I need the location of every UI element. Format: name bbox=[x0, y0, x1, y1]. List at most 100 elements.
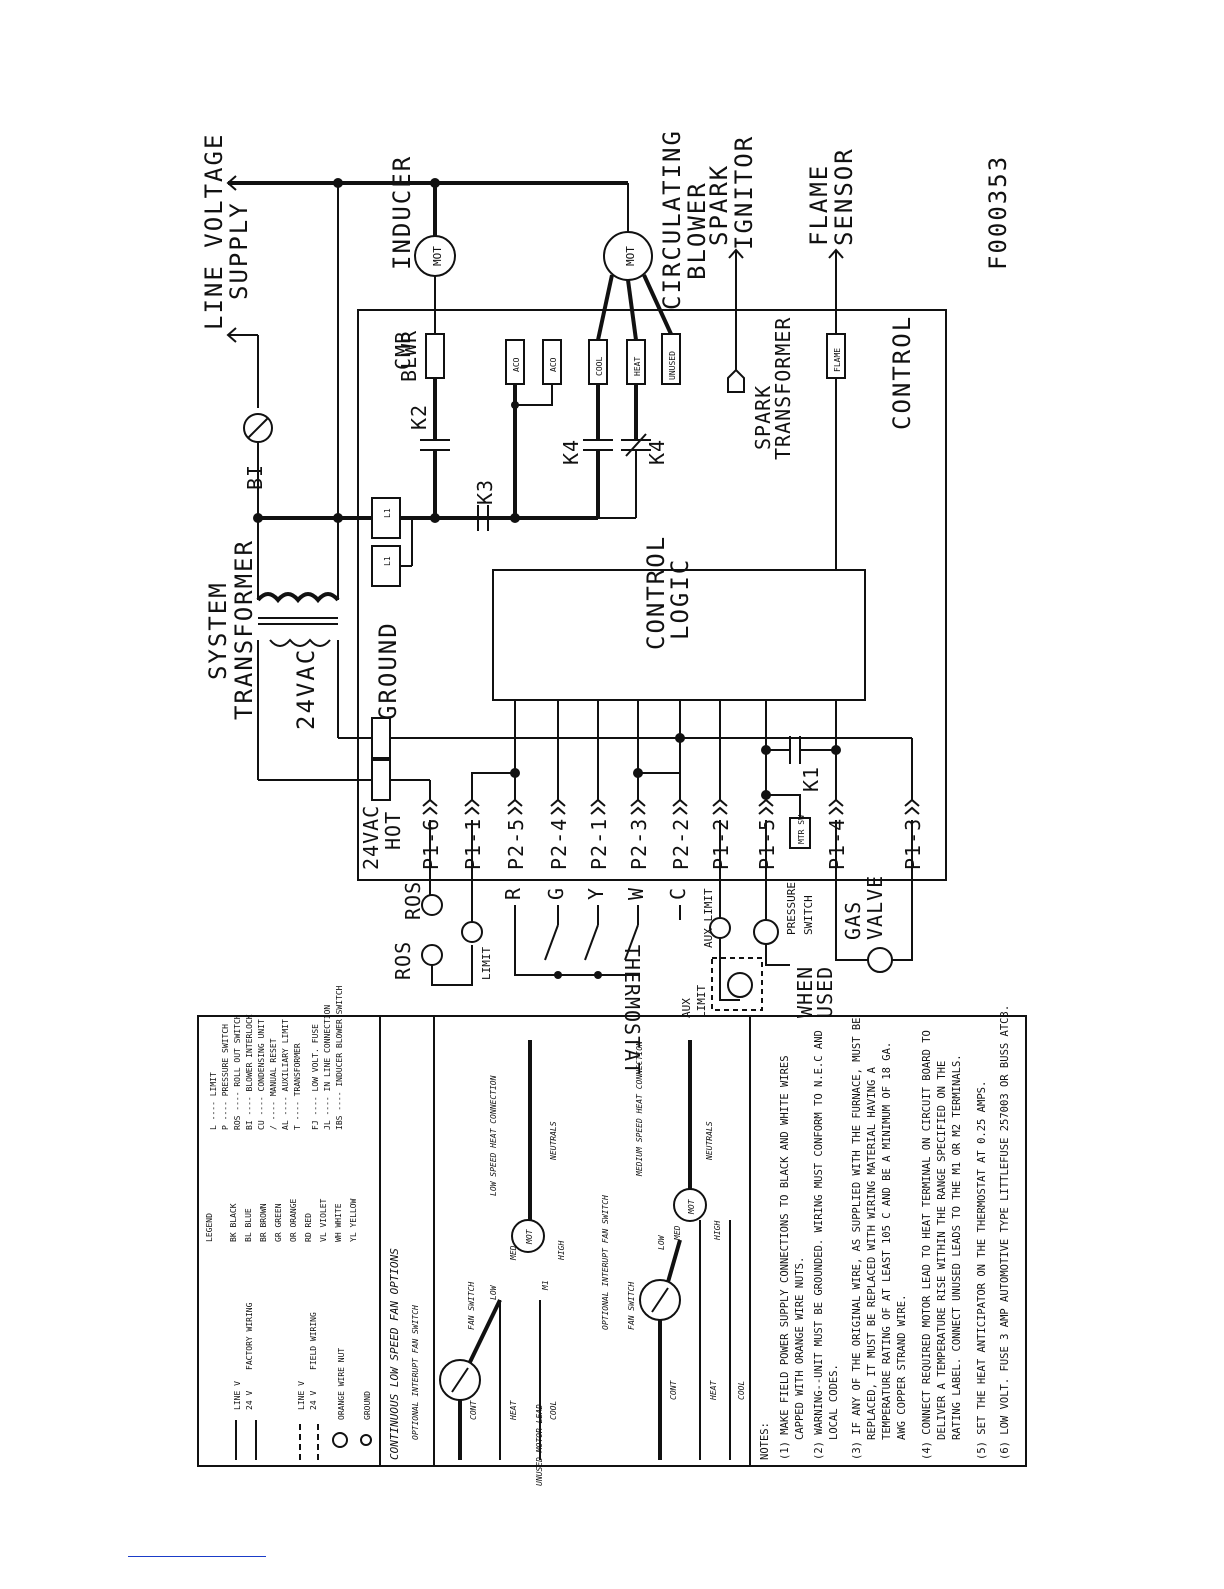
wire-ros-limit bbox=[431, 945, 473, 986]
legend-factory-wiring: FACTORY WIRING bbox=[245, 1302, 254, 1370]
legend-24v-2: 24 V bbox=[309, 1391, 318, 1410]
legend-color-gr: GR GREEN bbox=[274, 1203, 283, 1242]
ros-switch-1 bbox=[421, 894, 443, 916]
legend-comp-manual-reset: / ---- MANUAL RESET bbox=[269, 1038, 278, 1130]
supply-label: SUPPLY bbox=[225, 201, 253, 300]
pin-p2-5: P2-5 bbox=[504, 818, 528, 870]
l1-label-a: L1 bbox=[383, 556, 392, 566]
note-line-1: (1) MAKE FIELD POWER SUPPLY CONNECTIONS … bbox=[779, 1055, 791, 1460]
legend-line-v-1: LINE V bbox=[233, 1381, 242, 1410]
note-line-11: RATING LABEL. CONNECT UNUSED LEADS TO TH… bbox=[951, 1054, 963, 1440]
aux-limit-label-2a: AUX bbox=[680, 998, 693, 1018]
flame-label: FLAME bbox=[805, 164, 833, 246]
junction bbox=[675, 733, 685, 743]
stat-r: R bbox=[501, 887, 525, 900]
junction bbox=[831, 745, 841, 755]
fan-2-mot: MOT bbox=[687, 1198, 696, 1215]
gas-label-1: GAS bbox=[841, 901, 865, 940]
spark-arrow bbox=[728, 248, 744, 259]
stat-w: W bbox=[624, 887, 648, 900]
blwr-label: BLWR bbox=[397, 330, 421, 382]
wire-mtr bbox=[766, 794, 801, 818]
pin-p2-4: P2-4 bbox=[547, 818, 571, 870]
ros-switch-2 bbox=[421, 944, 443, 966]
aco-label-2: ACO bbox=[549, 357, 558, 372]
ignitor-label: IGNITOR bbox=[730, 135, 758, 250]
junction bbox=[511, 401, 519, 409]
legend-comp-t: T ---- TRANSFORMER bbox=[293, 1043, 302, 1130]
k2-label: K2 bbox=[407, 404, 431, 430]
legend-orange-wire-nut: ORANGE WIRE NUT bbox=[337, 1348, 346, 1420]
note-line-12: (5) SET THE HEAT ANTICIPATOR ON THE THER… bbox=[976, 1081, 988, 1460]
wire-aux-limit bbox=[719, 938, 740, 1001]
legend-24v-1: 24 V bbox=[245, 1391, 254, 1410]
fan-medium-speed-heat: MEDIUM SPEED HEAT CONNECTION bbox=[635, 1041, 644, 1177]
junction bbox=[554, 971, 562, 979]
legend-notes-block: LINE V 24 V FACTORY WIRING LINE V 24 V F… bbox=[197, 985, 1027, 1486]
figure-id: F000353 bbox=[984, 155, 1012, 270]
legend-color-rd: RD RED bbox=[304, 1213, 313, 1242]
legend-color-bl: BL BLUE bbox=[244, 1208, 253, 1242]
mtr-sw-label: MTR SW bbox=[797, 815, 806, 844]
legend-color-or: OR ORANGE bbox=[289, 1198, 298, 1242]
bi-label: BI bbox=[243, 464, 267, 490]
ros-label-1: ROS bbox=[401, 881, 425, 920]
fan-1-heat: HEAT bbox=[509, 1400, 518, 1421]
wire-blower-heat bbox=[626, 279, 638, 341]
notes-title: NOTES: bbox=[759, 1422, 771, 1460]
fan-1-low-line bbox=[468, 1299, 502, 1363]
notes-section: NOTES: (1) MAKE FIELD POWER SUPPLY CONNE… bbox=[759, 1005, 1011, 1460]
wire-p14-gas bbox=[835, 820, 868, 961]
control-board-outline bbox=[357, 309, 947, 881]
fan-options-title: CONTINUOUS LOW SPEED FAN OPTIONS bbox=[388, 1248, 401, 1460]
circulating-label: CIRCULATING bbox=[658, 129, 686, 310]
fan-2-cool: COOL bbox=[737, 1381, 746, 1400]
transformer-label: TRANSFORMER bbox=[230, 539, 258, 720]
system-label: SYSTEM bbox=[204, 581, 232, 680]
legend-line-v-2: LINE V bbox=[297, 1381, 306, 1410]
legend-color-bk: BK BLACK bbox=[229, 1203, 238, 1242]
pin-connectors bbox=[422, 798, 920, 815]
stat-y: Y bbox=[584, 887, 608, 900]
fan-neutrals-1: NEUTRALS bbox=[549, 1121, 558, 1161]
wire-gas-p13 bbox=[892, 820, 913, 961]
spark-transformer-symbol bbox=[727, 368, 745, 393]
legend-comp-al: AL ---- AUXILIARY LIMIT bbox=[281, 1019, 290, 1130]
note-line-13: (6) LOW VOLT. FUSE 3 AMP AUTOMOTIVE TYPE… bbox=[999, 1005, 1011, 1460]
heat-label: HEAT bbox=[633, 357, 642, 376]
fan-2-switch-label: FAN SWITCH bbox=[627, 1282, 636, 1330]
bi-switch-blade bbox=[247, 417, 269, 439]
note-line-5: (3) IF ANY OF THE ORIGINAL WIRE, AS SUPP… bbox=[851, 1017, 863, 1460]
hot-label-2: HOT bbox=[381, 811, 405, 850]
fan-1-cont: CONT bbox=[469, 1400, 478, 1420]
fan-2-high: HIGH bbox=[713, 1221, 722, 1241]
fan-1-cool: COOL bbox=[549, 1401, 558, 1420]
fan-neutrals-2: NEUTRALS bbox=[705, 1121, 714, 1161]
legend-comp-jl: JL ---- IN LINE CONNECTION bbox=[323, 1005, 332, 1130]
k1-label: K1 bbox=[799, 766, 823, 792]
aux-limit-when-used-box bbox=[711, 957, 763, 1011]
aux-limit-label-2b: LIMIT bbox=[695, 985, 708, 1018]
legend-comp-bi: BI ---- BLOWER INTERLOCK bbox=[245, 1014, 254, 1130]
fan-switch-2-blade bbox=[651, 1287, 669, 1313]
when-used-label-1: WHEN bbox=[793, 966, 817, 1018]
fan-2-low: LOW bbox=[657, 1234, 666, 1250]
fan-1-switch-label: FAN SWITCH bbox=[467, 1282, 476, 1330]
line-supply-arrow-neutral bbox=[226, 327, 237, 343]
hot-label-1: 24VAC bbox=[359, 805, 383, 870]
k4-label-nc: K4 bbox=[645, 439, 669, 465]
wire-blower-cool bbox=[596, 274, 614, 341]
k4-label: K4 bbox=[559, 439, 583, 465]
pin-p2-2: P2-2 bbox=[669, 818, 693, 870]
l1-label-b: L1 bbox=[383, 508, 392, 518]
aco-label-1: ACO bbox=[512, 357, 521, 372]
gas-label-2: VALVE bbox=[863, 875, 887, 940]
pressure-switch bbox=[753, 919, 779, 945]
line-voltage-label: LINE VOLTAGE bbox=[200, 133, 228, 330]
fan-optional-2: OPTIONAL INTERUPT FAN SWITCH bbox=[601, 1195, 610, 1330]
legend-field-wiring: FIELD WIRING bbox=[309, 1312, 318, 1370]
legend-comp-ibs: IBS ---- INDUCER BLOWER SWITCH bbox=[335, 985, 344, 1130]
stat-g: G bbox=[544, 887, 568, 900]
aux-limit-label-1: AUX LIMIT bbox=[702, 888, 715, 948]
control-logic-label-1: CONTROL bbox=[642, 535, 670, 650]
